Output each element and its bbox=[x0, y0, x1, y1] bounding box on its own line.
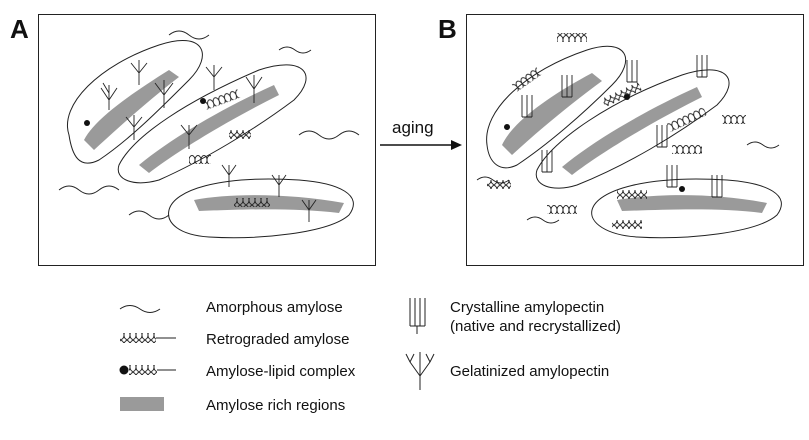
amylose-rich-region bbox=[617, 195, 767, 213]
lipid-head bbox=[624, 94, 630, 100]
granule-outline bbox=[591, 178, 782, 239]
amorphous-amylose-group bbox=[476, 141, 780, 224]
crystalline-amylopectin-icon bbox=[409, 298, 426, 334]
granule-outline bbox=[168, 178, 354, 239]
legend-label-amorphous-amylose: Amorphous amylose bbox=[206, 299, 343, 316]
panel-a-diagram bbox=[38, 14, 376, 266]
aging-arrowhead bbox=[451, 140, 462, 150]
amorphous-amylose-group bbox=[58, 30, 360, 220]
amylose-rich-region-icon bbox=[120, 397, 164, 411]
amorphous-amylose-icon bbox=[119, 305, 161, 313]
lipid-head bbox=[504, 124, 510, 130]
panel-b-diagram bbox=[466, 14, 804, 266]
legend-label-amylose-rich-regions: Amylose rich regions bbox=[206, 397, 346, 414]
amylose-lipid-complex-icon bbox=[119, 365, 176, 375]
panel-a-illustration bbox=[58, 30, 360, 239]
panel-a-letter: A bbox=[10, 14, 29, 44]
panel-b-letter: B bbox=[438, 14, 457, 44]
lipid-head bbox=[679, 186, 685, 192]
retrograded-amylose-helix bbox=[189, 155, 211, 164]
lipid-head bbox=[84, 120, 90, 126]
granule-outline bbox=[535, 69, 730, 189]
aging-label: aging bbox=[392, 118, 434, 137]
lipid-head bbox=[200, 98, 206, 104]
panel-b-illustration bbox=[476, 33, 782, 239]
retrograded-amylose-helix bbox=[234, 198, 270, 207]
granule-outline bbox=[67, 40, 203, 164]
legend-label-gelatinized-amylopectin: Gelatinized amylopectin bbox=[450, 363, 610, 380]
legend-label-crystalline-amylopectin: Crystalline amylopectin bbox=[450, 299, 605, 316]
amylose-rich-region bbox=[562, 87, 702, 175]
legend-label-amylose-lipid-complex: Amylose-lipid complex bbox=[206, 363, 356, 380]
legend-label-retrograded-amylose: Retrograded amylose bbox=[206, 331, 350, 348]
retrograded-amylose-helix bbox=[229, 130, 251, 139]
granule-outline bbox=[117, 64, 307, 184]
amylose-rich-region bbox=[139, 85, 279, 173]
retrograded-amylose-helix bbox=[203, 89, 241, 110]
retrograded-amylose-group bbox=[487, 33, 746, 229]
retrograded-amylose-icon bbox=[120, 333, 176, 343]
crystalline-amylopectin-group bbox=[521, 55, 723, 198]
amylose-rich-region bbox=[84, 70, 179, 150]
gelatinized-amylopectin-icon bbox=[405, 352, 435, 390]
amylose-rich-region bbox=[502, 73, 602, 155]
legend-label-crystalline-amylopectin-note: (native and recrystallized) bbox=[450, 318, 621, 335]
gelatinized-amylopectin-group bbox=[100, 60, 317, 222]
